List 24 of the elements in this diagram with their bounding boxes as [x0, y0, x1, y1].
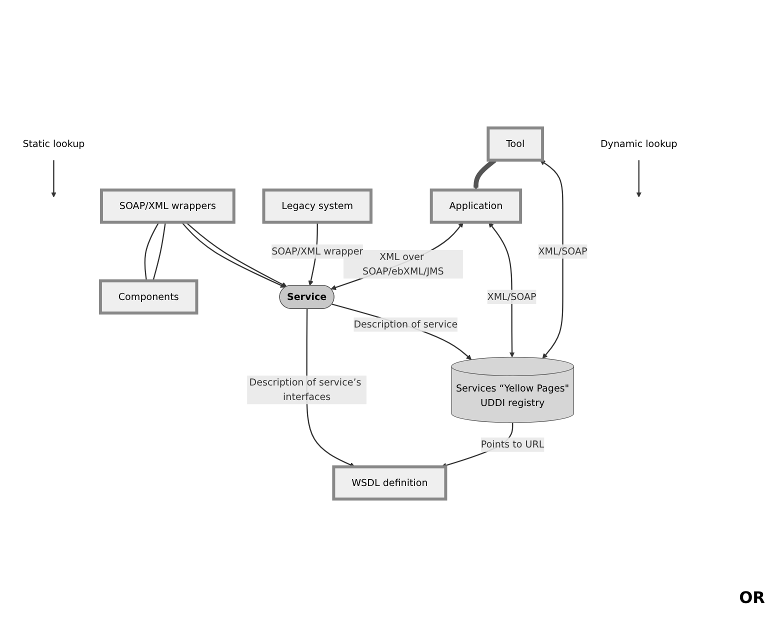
- arrow: [51, 160, 56, 198]
- connector: [144, 222, 160, 281]
- node-box: WSDL definition: [332, 465, 448, 501]
- edge-label: SOAP/XML wrapper: [272, 246, 364, 257]
- arrow: [540, 160, 564, 359]
- edge-label: Points to URL: [480, 438, 544, 450]
- note-label: OR: [739, 588, 765, 607]
- edge-label: XML over SOAP/ebXML/JMS: [362, 251, 444, 277]
- edge-label: Description of service’s interfaces: [249, 376, 362, 402]
- arrow: [488, 222, 515, 358]
- node-box: Legacy system: [262, 188, 372, 224]
- node-box: Components: [98, 279, 198, 315]
- arrow: [332, 304, 472, 360]
- node-box: Tool: [486, 126, 544, 162]
- node-box: SOAP/XML wrappers: [100, 188, 236, 224]
- node-box: Application: [430, 188, 522, 224]
- edge-label: XML/SOAP: [538, 246, 588, 257]
- connector: [152, 222, 166, 281]
- edge-label: XML/SOAP: [487, 290, 536, 302]
- edge-label: Description of service: [354, 318, 458, 330]
- arrow: [636, 160, 642, 198]
- arrow: [330, 222, 464, 290]
- node-text: Dynamic lookup: [600, 138, 678, 150]
- node-text: Static lookup: [22, 138, 85, 150]
